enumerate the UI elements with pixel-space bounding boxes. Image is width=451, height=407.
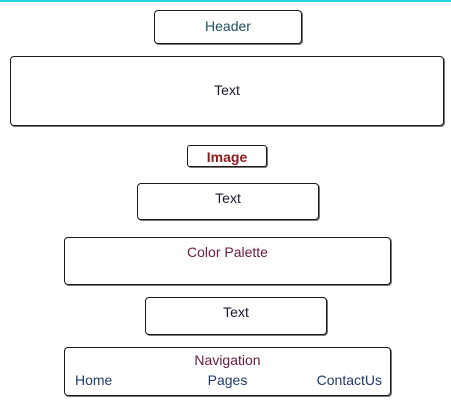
- text-box-secondary: Text: [137, 183, 319, 220]
- image-label: Image: [206, 149, 248, 165]
- top-accent-line: [0, 0, 451, 2]
- navigation-box: Navigation Home Pages ContactUs: [64, 347, 391, 396]
- nav-link-pages[interactable]: Pages: [207, 372, 248, 388]
- color-palette-box: Color Palette: [64, 237, 391, 285]
- image-box: Image: [187, 145, 267, 167]
- nav-link-contactus[interactable]: ContactUs: [316, 372, 382, 388]
- text-label: Text: [223, 304, 249, 320]
- text-label: Text: [214, 82, 240, 98]
- text-label: Text: [215, 190, 241, 206]
- header-label: Header: [205, 18, 251, 34]
- nav-link-home[interactable]: Home: [75, 372, 113, 388]
- text-box-tertiary: Text: [145, 297, 327, 335]
- navigation-label: Navigation: [194, 352, 261, 368]
- color-palette-label: Color Palette: [187, 244, 268, 260]
- text-box-main: Text: [10, 56, 444, 126]
- header-box: Header: [154, 10, 302, 44]
